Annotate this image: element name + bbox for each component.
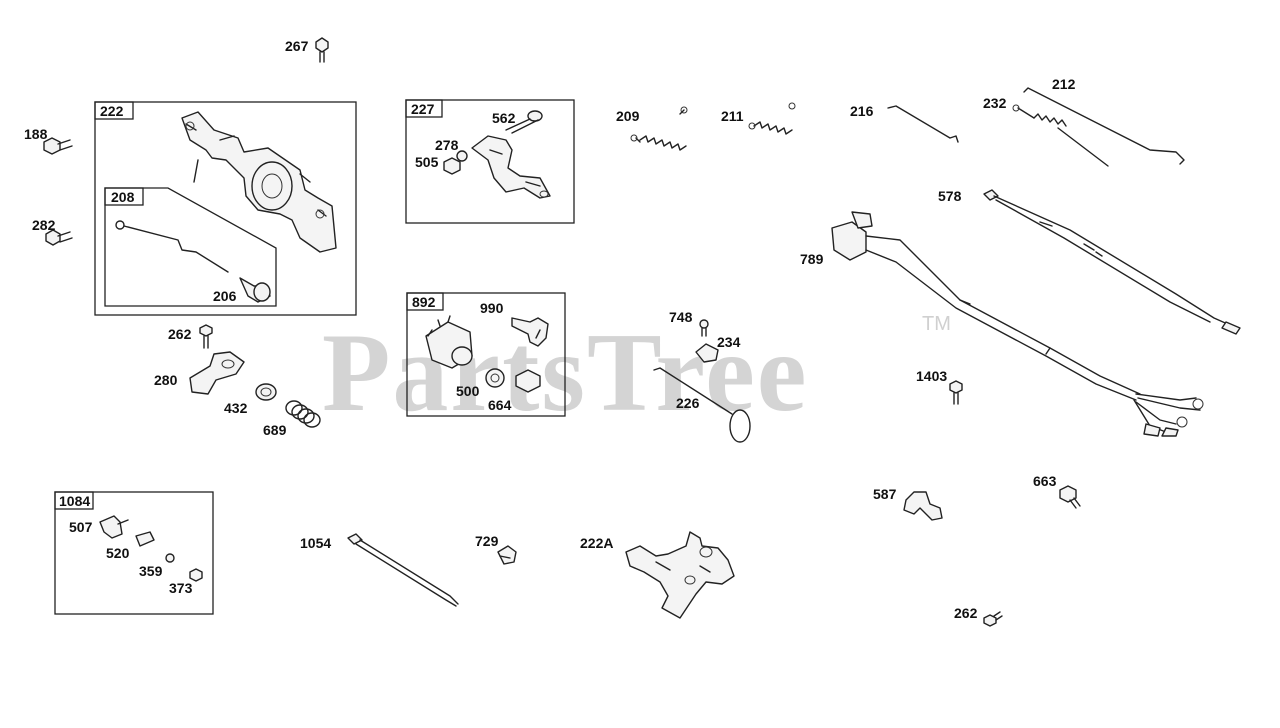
- box-label-222: 222: [100, 103, 124, 119]
- label-216: 216: [850, 103, 874, 119]
- part-212-rod[interactable]: [1023, 87, 1185, 165]
- label-280: 280: [154, 372, 178, 388]
- part-280-bracket[interactable]: [189, 351, 245, 395]
- ignition-switch-part[interactable]: [425, 315, 473, 369]
- part-748-screw[interactable]: [699, 319, 709, 337]
- part-432-ring[interactable]: [255, 383, 277, 401]
- part-789-harness[interactable]: [831, 211, 1204, 437]
- label-188: 188: [24, 126, 48, 142]
- box-label-1084: 1084: [59, 493, 90, 509]
- part-729-connector[interactable]: [497, 545, 517, 565]
- part-222A-bracket[interactable]: [625, 531, 735, 619]
- label-222A: 222A: [580, 535, 613, 551]
- part-664-nut[interactable]: [515, 369, 541, 393]
- label-209: 209: [616, 108, 640, 124]
- part-262-bolt-a[interactable]: [199, 324, 213, 349]
- part-232-spring-rod[interactable]: [1012, 104, 1109, 167]
- part-211-spring[interactable]: [748, 102, 796, 135]
- label-578: 578: [938, 188, 962, 204]
- part-520[interactable]: [135, 531, 155, 547]
- label-1054: 1054: [300, 535, 331, 551]
- part-209-spring[interactable]: [630, 106, 688, 151]
- label-729: 729: [475, 533, 499, 549]
- part-234-clip[interactable]: [695, 343, 719, 363]
- part-689-spring[interactable]: [285, 400, 321, 428]
- label-663: 663: [1033, 473, 1057, 489]
- part-373-nut[interactable]: [189, 568, 203, 582]
- watermark-text: PartsTree: [322, 311, 809, 435]
- label-278: 278: [435, 137, 459, 153]
- label-212: 212: [1052, 76, 1076, 92]
- part-505-nut[interactable]: [443, 157, 461, 175]
- label-587: 587: [873, 486, 897, 502]
- part-282-bolt[interactable]: [45, 229, 73, 246]
- part-578-wire[interactable]: [983, 189, 1241, 335]
- group-box-1084: 1084 507 520 359 373: [54, 491, 214, 615]
- label-664: 664: [488, 397, 512, 413]
- label-562: 562: [492, 110, 516, 126]
- label-520: 520: [106, 545, 130, 561]
- part-587-clamp[interactable]: [903, 491, 943, 521]
- label-267: 267: [285, 38, 309, 54]
- part-1403-bolt[interactable]: [949, 380, 963, 405]
- label-234: 234: [717, 334, 741, 350]
- label-507: 507: [69, 519, 93, 535]
- part-562-bolt[interactable]: [505, 110, 543, 134]
- governor-rod-part[interactable]: [115, 220, 229, 273]
- governor-bracket-part[interactable]: [181, 111, 337, 253]
- part-359-washer[interactable]: [165, 553, 175, 563]
- label-789: 789: [800, 251, 824, 267]
- throttle-bracket-part[interactable]: [471, 135, 551, 199]
- part-188-bolt[interactable]: [43, 137, 73, 155]
- group-box-227: 227 562 278 505: [405, 99, 575, 224]
- label-500: 500: [456, 383, 480, 399]
- group-box-208: 208 206: [104, 187, 277, 307]
- box-label-208: 208: [111, 189, 135, 205]
- part-500-lockwasher[interactable]: [485, 368, 505, 388]
- label-990: 990: [480, 300, 504, 316]
- label-262-b: 262: [954, 605, 978, 621]
- box-label-892: 892: [412, 294, 436, 310]
- part-206[interactable]: [239, 277, 271, 303]
- box-label-227: 227: [411, 101, 435, 117]
- watermark-trademark: TM: [922, 313, 951, 335]
- label-1403: 1403: [916, 368, 947, 384]
- label-689: 689: [263, 422, 287, 438]
- label-432: 432: [224, 400, 248, 416]
- label-226: 226: [676, 395, 700, 411]
- part-1054-cable-tie[interactable]: [347, 533, 459, 607]
- label-232: 232: [983, 95, 1007, 111]
- part-278-washer[interactable]: [456, 150, 468, 162]
- part-262-bolt-b[interactable]: [983, 611, 1003, 627]
- label-211: 211: [721, 108, 744, 124]
- part-216-link[interactable]: [887, 105, 959, 143]
- part-226-rod[interactable]: [653, 367, 751, 443]
- part-267-bolt[interactable]: [315, 37, 329, 63]
- ignition-key-part[interactable]: [511, 317, 549, 347]
- label-505: 505: [415, 154, 439, 170]
- label-373: 373: [169, 580, 193, 596]
- label-262-a: 262: [168, 326, 192, 342]
- label-282: 282: [32, 217, 56, 233]
- label-748: 748: [669, 309, 693, 325]
- label-206: 206: [213, 288, 237, 304]
- group-box-222: 222 208 206: [94, 101, 357, 316]
- label-359: 359: [139, 563, 163, 579]
- part-663-bolt[interactable]: [1059, 485, 1081, 509]
- group-box-892: 892 990 500 664: [406, 292, 566, 417]
- part-507[interactable]: [99, 515, 129, 539]
